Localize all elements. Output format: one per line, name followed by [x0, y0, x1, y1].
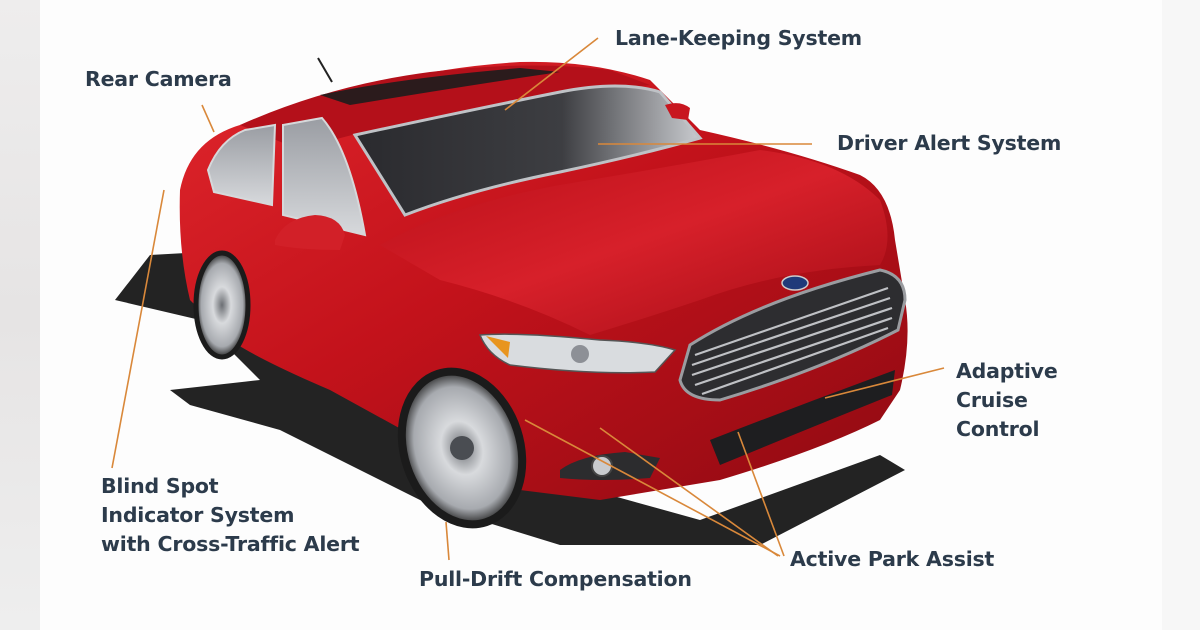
leader-park-2	[599, 427, 779, 557]
leader-pull-drift	[445, 521, 450, 561]
leader-lane-keeping	[504, 37, 599, 111]
lower-intake	[710, 370, 895, 465]
label-line: Indicator System	[101, 503, 295, 527]
grille-slats	[691, 286, 893, 396]
sunroof	[320, 68, 560, 105]
label-active-park-assist: Active Park Assist	[790, 547, 995, 571]
front-side-window	[282, 116, 367, 237]
windshield	[352, 84, 703, 217]
label-blind-spot-indicator: Blind Spot Indicator System with Cross-T…	[101, 472, 360, 559]
car-roof	[240, 65, 650, 150]
label-line: Blind Spot	[101, 474, 219, 498]
car-hood	[380, 150, 888, 335]
headlight-amber	[486, 336, 510, 358]
fog-lamp	[591, 455, 613, 477]
leader-park-3	[737, 431, 785, 557]
side-mirror	[275, 215, 345, 250]
leader-adaptive-cruise	[824, 367, 945, 399]
left-border-strip	[0, 0, 40, 630]
leader-lines	[111, 37, 945, 561]
leader-blind-spot	[111, 189, 165, 469]
antenna	[317, 57, 333, 83]
wheel-hub	[450, 436, 474, 460]
leader-park-1	[524, 419, 781, 557]
side-mirror-right	[665, 103, 690, 120]
leader-rear-camera	[201, 104, 215, 133]
rear-side-window	[206, 123, 277, 207]
right-border-strip	[1162, 0, 1200, 630]
label-lane-keeping-system: Lane-Keeping System	[615, 26, 862, 50]
headlight-lens	[571, 345, 589, 363]
rear-wheel	[193, 250, 251, 360]
label-line: Cruise	[956, 388, 1028, 412]
label-adaptive-cruise-control: Adaptive Cruise Control	[956, 357, 1058, 444]
label-line: Adaptive	[956, 359, 1058, 383]
label-line: Control	[956, 417, 1040, 441]
label-rear-camera: Rear Camera	[85, 67, 232, 91]
label-pull-drift-compensation: Pull-Drift Compensation	[419, 567, 692, 591]
label-line: with Cross-Traffic Alert	[101, 532, 360, 556]
brand-badge	[781, 275, 809, 291]
label-driver-alert-system: Driver Alert System	[837, 131, 1062, 155]
